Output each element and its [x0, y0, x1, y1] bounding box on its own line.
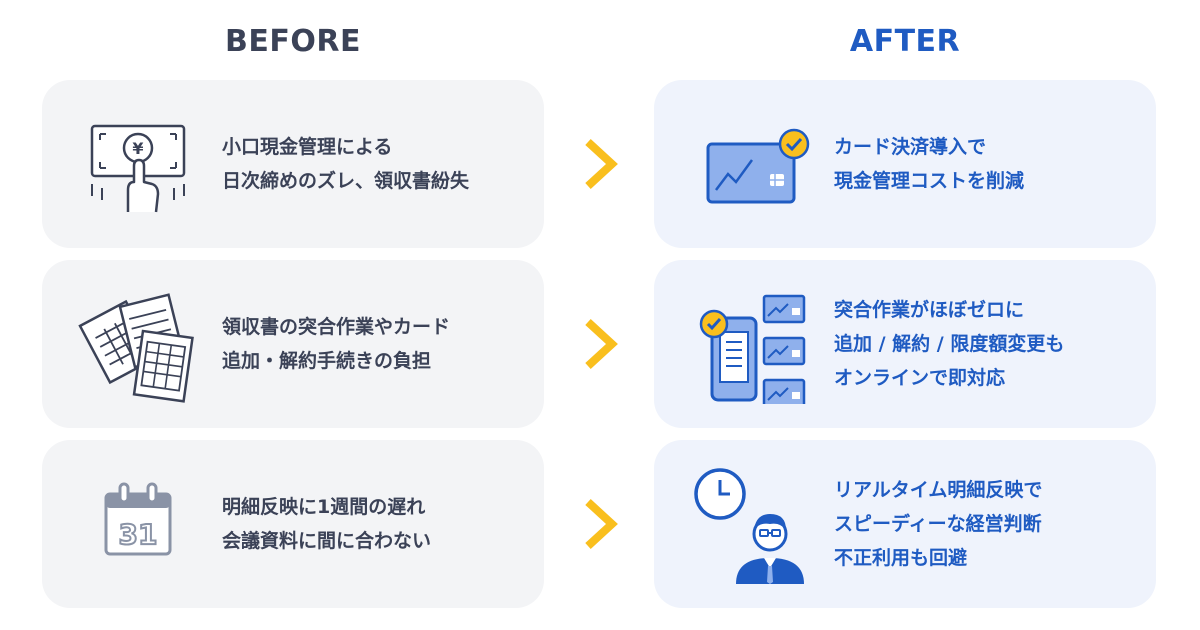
credit-card-check-icon [690, 104, 810, 224]
clock-businessman-icon [690, 464, 810, 584]
before-text-line: 小口現金管理による [222, 136, 393, 158]
chevron-right-icon [578, 496, 622, 552]
after-text-line: リアルタイム明細反映で [834, 479, 1043, 501]
after-text-line: 現金管理コストを削減 [834, 170, 1025, 192]
after-text-line: 不正利用も回避 [834, 547, 968, 569]
cash-hand-icon: ¥ [78, 104, 198, 224]
before-text-line: 明細反映に1週間の遅れ [222, 496, 426, 518]
calendar-icon: 31 [78, 464, 198, 584]
before-card-receipts: 領収書の突合作業やカード 追加・解約手続きの負担 [42, 260, 544, 428]
before-text-line: 会議資料に間に合わない [222, 530, 432, 552]
after-text-line: スピーディーな経営判断 [834, 513, 1042, 535]
documents-icon [78, 284, 198, 404]
after-text-line: オンラインで即対応 [834, 367, 1006, 389]
after-text-line: 突合作業がほぼゼロに [834, 299, 1025, 321]
before-text-line: 領収書の突合作業やカード [222, 316, 451, 338]
chevron-right-icon [578, 136, 622, 192]
before-text-line: 日次締めのズレ、領収書紛失 [222, 170, 470, 192]
after-card-realtime: リアルタイム明細反映で スピーディーな経営判断 不正利用も回避 [654, 440, 1156, 608]
phone-cards-icon [690, 284, 810, 404]
after-text-line: カード決済導入で [834, 136, 987, 158]
before-card-cash: ¥ 小口現金管理による 日次締めのズレ、領収書紛失 [42, 80, 544, 248]
before-heading: BEFORE [225, 24, 361, 59]
before-card-delay: 31 明細反映に1週間の遅れ 会議資料に間に合わない [42, 440, 544, 608]
after-card-online-management: 突合作業がほぼゼロに 追加 / 解約 / 限度額変更も オンラインで即対応 [654, 260, 1156, 428]
before-text-line: 追加・解約手続きの負担 [222, 350, 432, 372]
after-heading: AFTER [849, 24, 961, 59]
chevron-right-icon [578, 316, 622, 372]
after-text-line: 追加 / 解約 / 限度額変更も [834, 333, 1065, 355]
after-card-card-payment: カード決済導入で 現金管理コストを削減 [654, 80, 1156, 248]
calendar-day-number: 31 [119, 518, 158, 551]
yen-symbol: ¥ [132, 139, 143, 158]
